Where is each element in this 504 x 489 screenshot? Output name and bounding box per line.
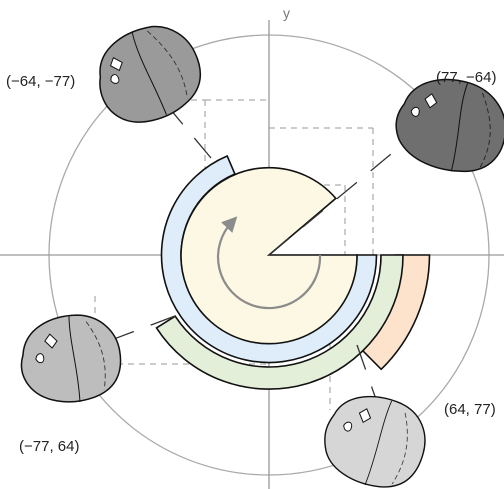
rock-top-left	[99, 25, 202, 123]
label-top-right: (77, −64)	[436, 69, 496, 86]
rotation-arrow	[217, 216, 322, 310]
rock-top-right	[395, 78, 504, 173]
label-bottom-right: (64, 77)	[444, 401, 496, 418]
y-axis-label: y	[283, 5, 290, 21]
rock-bottom-right	[324, 395, 426, 488]
rock-bottom-left	[20, 314, 122, 403]
label-bottom-left: (−77, 64)	[19, 438, 79, 455]
label-top-left: (−64, −77)	[6, 73, 75, 90]
yellow-angle-sector	[180, 166, 358, 345]
